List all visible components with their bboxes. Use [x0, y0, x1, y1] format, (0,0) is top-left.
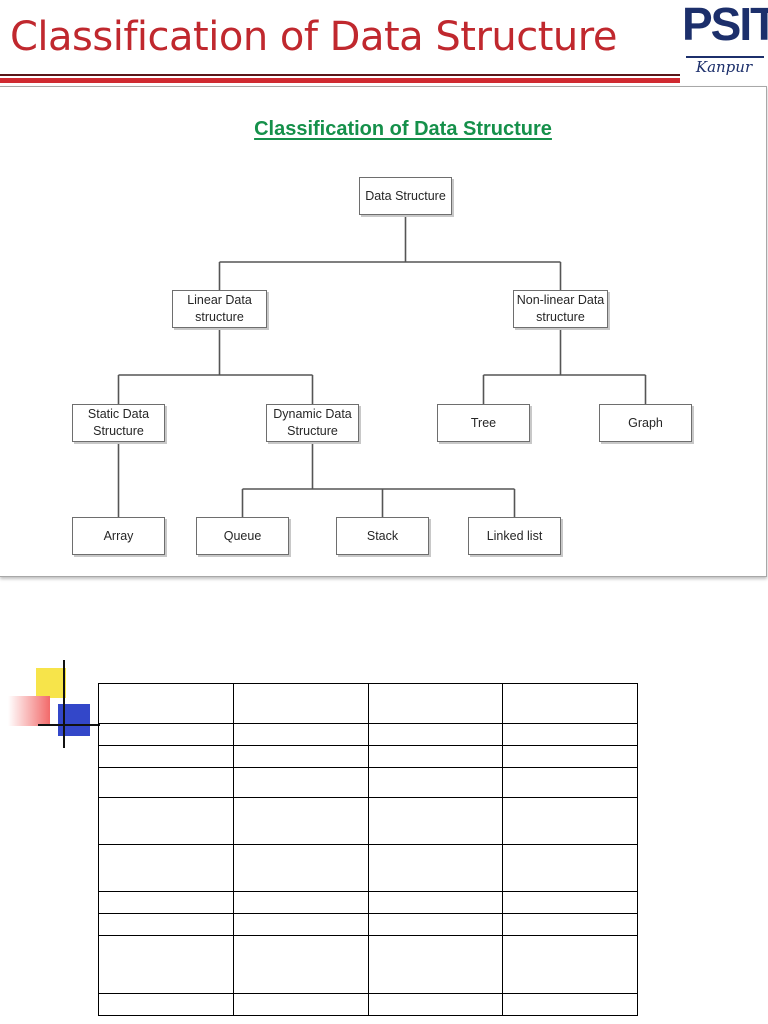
- node-dynamic-data-structure: Dynamic Data Structure: [266, 404, 359, 442]
- bullet-squares-icon: [8, 660, 100, 752]
- table-cell: [232, 993, 369, 1016]
- table-cell: [232, 935, 369, 994]
- logo-wordmark: PSIT: [682, 0, 768, 50]
- table-row: [98, 767, 638, 798]
- table-row: [98, 993, 638, 1016]
- node-static-data-structure: Static Data Structure: [72, 404, 165, 442]
- table-cell: [367, 797, 504, 845]
- table-cell: [98, 767, 234, 798]
- table-cell: [98, 935, 234, 994]
- table-cell: [502, 745, 638, 768]
- node-non-linear-data-structure: Non-linear Data structure: [513, 290, 608, 328]
- table-cell: [98, 844, 234, 892]
- table-cell: [502, 767, 638, 798]
- table-cell: [502, 797, 638, 845]
- table-cell: [367, 745, 504, 768]
- table-cell: [502, 993, 638, 1016]
- logo-subtitle: Kanpur: [695, 58, 753, 76]
- table-cell: [232, 723, 369, 746]
- table-cell: [98, 913, 234, 936]
- table-row: [98, 723, 638, 746]
- node-data-structure: Data Structure: [359, 177, 452, 215]
- table-row: [98, 745, 638, 768]
- table-cell: [98, 993, 234, 1016]
- table-cell: [367, 844, 504, 892]
- node-tree: Tree: [437, 404, 530, 442]
- table-cell: [367, 993, 504, 1016]
- diagram-title: Classification of Data Structure: [254, 118, 552, 140]
- table-cell: [367, 913, 504, 936]
- psit-logo: PSIT Kanpur: [682, 0, 768, 84]
- table-cell: [98, 723, 234, 746]
- table-row: [98, 913, 638, 936]
- node-array: Array: [72, 517, 165, 555]
- table-cell: [367, 891, 504, 914]
- table-cell: [98, 797, 234, 845]
- table-row: [98, 797, 638, 845]
- node-queue: Queue: [196, 517, 289, 555]
- table-cell: [502, 935, 638, 994]
- table-cell: [98, 745, 234, 768]
- table-cell: [367, 723, 504, 746]
- table-cell: [98, 683, 234, 724]
- table-cell: [232, 844, 369, 892]
- table-cell: [232, 745, 369, 768]
- node-graph: Graph: [599, 404, 692, 442]
- table-cell: [502, 913, 638, 936]
- table-cell: [232, 683, 369, 724]
- title-rule-dark: [0, 74, 680, 76]
- logo-underline: [686, 56, 764, 58]
- table-cell: [232, 767, 369, 798]
- table-cell: [367, 767, 504, 798]
- slide-title: Classification of Data Structure: [10, 14, 617, 60]
- table-cell: [232, 891, 369, 914]
- node-linked-list: Linked list: [468, 517, 561, 555]
- table-cell: [502, 683, 638, 724]
- table-cell: [367, 935, 504, 994]
- empty-table: [98, 683, 638, 1016]
- table-row: [98, 891, 638, 914]
- node-linear-data-structure: Linear Data structure: [172, 290, 267, 328]
- table-cell: [502, 891, 638, 914]
- table-cell: [502, 723, 638, 746]
- diagram-panel: [0, 86, 767, 577]
- table-cell: [232, 797, 369, 845]
- table-cell: [232, 913, 369, 936]
- table-cell: [98, 891, 234, 914]
- table-cell: [502, 844, 638, 892]
- table-row: [98, 935, 638, 994]
- node-stack: Stack: [336, 517, 429, 555]
- table-cell: [367, 683, 504, 724]
- title-rule-red: [0, 78, 680, 83]
- table-row: [98, 844, 638, 892]
- table-row: [98, 683, 638, 724]
